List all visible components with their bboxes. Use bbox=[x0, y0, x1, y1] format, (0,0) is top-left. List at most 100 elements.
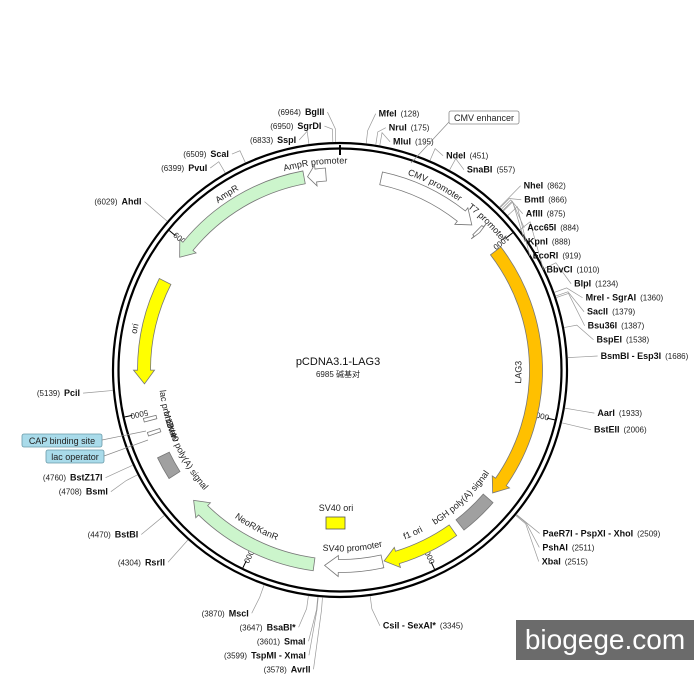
feature-sv40-promoter bbox=[323, 554, 385, 578]
site-leader bbox=[554, 287, 583, 299]
feature-label-ori: ori bbox=[129, 323, 141, 335]
watermark-logo: biogege.com bbox=[516, 620, 694, 660]
site-leader bbox=[501, 199, 524, 214]
site-leader bbox=[449, 157, 465, 171]
site-label-aflii: AflII(875) bbox=[526, 209, 566, 219]
feature-f1-ori bbox=[383, 524, 458, 569]
site-leader bbox=[555, 291, 585, 312]
site-leader bbox=[507, 206, 531, 256]
cap-binding-leader bbox=[101, 430, 147, 441]
plasmid-name: pCDNA3.1-LAG3 bbox=[296, 356, 380, 368]
site-leader bbox=[308, 596, 319, 642]
site-label-scai: (6509)ScaI bbox=[183, 149, 229, 159]
site-label-rsrii: (4304)RsrII bbox=[118, 557, 165, 567]
site-label-ndei: NdeI(451) bbox=[446, 151, 489, 161]
site-leader bbox=[365, 113, 377, 144]
site-label-bsabi: (3647)BsaBI* bbox=[239, 622, 296, 632]
site-label-mlui: MluI(195) bbox=[393, 137, 434, 147]
site-label-bsteii: BstEII(2006) bbox=[594, 425, 647, 435]
site-leader bbox=[144, 201, 168, 222]
site-label-bsmi: (4708)BsmI bbox=[59, 487, 108, 497]
cap-binding-label: CAP binding site bbox=[29, 436, 95, 446]
site-label-msci: (3870)MscI bbox=[202, 608, 249, 618]
feature-label-lag3: LAG3 bbox=[513, 361, 524, 384]
site-leader bbox=[499, 185, 521, 208]
site-label-mfei: MfeI(128) bbox=[379, 109, 420, 119]
site-leader bbox=[298, 595, 309, 628]
site-leader bbox=[375, 127, 386, 145]
lac-operator-leader bbox=[103, 439, 149, 457]
site-label-bsu36i: Bsu36I(1387) bbox=[588, 321, 645, 331]
cmv-enhancer-callout: CMV enhancer bbox=[410, 110, 520, 164]
site-label-bbvci: BbvCI(1010) bbox=[546, 265, 599, 275]
site-leader bbox=[567, 355, 598, 358]
feature-bgh-poly-a-signal bbox=[455, 493, 494, 531]
feature-lac-promoter bbox=[142, 414, 158, 423]
feature-label-sv40-promoter: SV40 promoter bbox=[322, 539, 383, 554]
site-leader bbox=[563, 324, 594, 341]
cap-binding-box bbox=[21, 433, 103, 448]
site-label-nrui: NruI(175) bbox=[389, 123, 430, 133]
site-label-mrei-sgrai: MreI - SgrAI(1360) bbox=[586, 293, 664, 303]
lac-operator-box bbox=[45, 449, 105, 464]
site-leader bbox=[515, 515, 540, 562]
cmv-enhancer-box bbox=[448, 110, 520, 125]
cap-binding-callout: CAP binding site bbox=[21, 430, 147, 448]
feature-lag3 bbox=[489, 246, 543, 494]
site-label-aari: AarI(1933) bbox=[597, 408, 642, 418]
feature-ampr bbox=[179, 170, 306, 258]
site-label-bmti: BmtI(866) bbox=[524, 195, 567, 205]
site-label-bsmbi-esp3i: BsmBI - Esp3I(1686) bbox=[601, 351, 689, 361]
site-label-blpi: BlpI(1234) bbox=[574, 279, 618, 289]
feature-cmv-promoter bbox=[379, 171, 473, 226]
site-leader bbox=[313, 597, 323, 670]
lac-operator-callout: lac operator bbox=[45, 439, 149, 464]
site-leader bbox=[308, 596, 319, 656]
site-leader bbox=[327, 111, 337, 143]
site-label-bstz17i: (4760)BstZ17I bbox=[43, 473, 103, 483]
site-leader bbox=[324, 125, 334, 143]
plasmid-length: 6985 碱基对 bbox=[316, 369, 360, 379]
feature-ori bbox=[132, 277, 172, 385]
site-label-xbai: XbaI(2515) bbox=[542, 556, 588, 566]
site-leader bbox=[298, 130, 310, 145]
site-label-sgrdi: (6950)SgrDI bbox=[270, 121, 321, 131]
site-leader bbox=[369, 595, 381, 626]
site-leader bbox=[556, 293, 585, 326]
site-label-bspei: BspEI(1538) bbox=[596, 335, 649, 345]
site-leader bbox=[515, 514, 540, 548]
site-label-pcii: (5139)PciI bbox=[37, 388, 80, 398]
feature-sv40-poly-a-signal bbox=[157, 451, 181, 480]
site-label-ahdi: (6029)AhdI bbox=[94, 197, 141, 207]
tick-mark bbox=[124, 414, 133, 418]
site-leader bbox=[503, 201, 526, 242]
site-leader bbox=[83, 390, 113, 394]
lac-operator-label: lac operator bbox=[51, 452, 99, 462]
tick-mark bbox=[546, 417, 555, 421]
site-leader bbox=[231, 150, 246, 163]
site-label-sacii: SacII(1379) bbox=[587, 307, 635, 317]
site-label-smai: (3601)SmaI bbox=[257, 636, 306, 646]
site-label-pvui: (6399)PvuI bbox=[161, 163, 207, 173]
site-label-csii-sexai: CsiI - SexAI*(3345) bbox=[383, 621, 463, 631]
tick-mark bbox=[242, 560, 247, 569]
site-leader bbox=[141, 515, 165, 535]
site-label-pshai: PshAI(2511) bbox=[542, 542, 594, 552]
site-label-acc65i: Acc65I(884) bbox=[527, 223, 579, 233]
cmv-enhancer-leader bbox=[410, 121, 450, 164]
feature-ampr-promoter bbox=[307, 163, 327, 187]
site-labels: MfeI(128) NruI(175) MluI(195) NdeI(451) SnaB… bbox=[37, 107, 689, 674]
feature-t7-promoter bbox=[470, 223, 487, 240]
site-leader bbox=[251, 584, 265, 614]
sv40-ori-box-label: SV40 ori bbox=[319, 503, 354, 513]
site-leader bbox=[429, 147, 444, 161]
site-leader bbox=[105, 464, 133, 479]
site-leader-lines bbox=[83, 111, 598, 670]
site-label-bstbi: (4470)BstBI bbox=[88, 530, 139, 540]
site-leader bbox=[544, 262, 572, 284]
site-leader bbox=[519, 221, 544, 270]
site-leader bbox=[499, 198, 522, 208]
site-label-snabi: SnaBI(557) bbox=[467, 165, 516, 175]
